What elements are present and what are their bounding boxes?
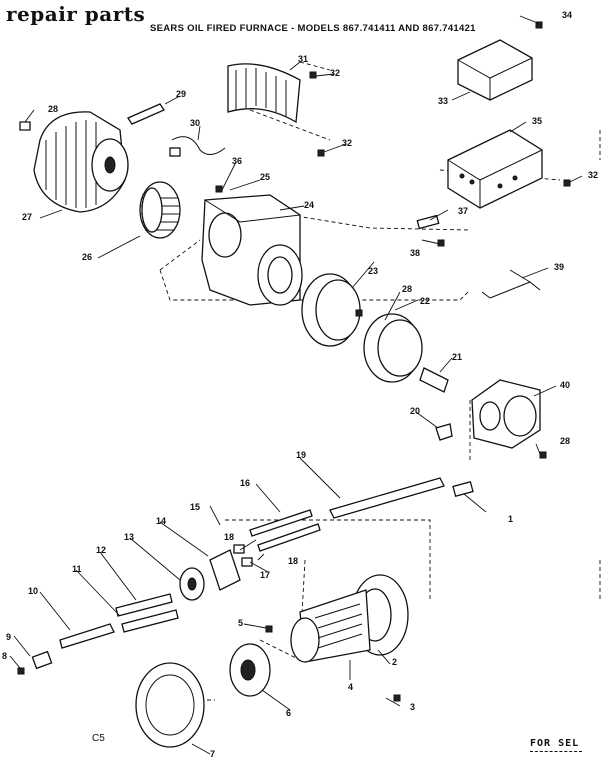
callout-33: 33 [438,96,448,106]
callout-23: 23 [368,266,378,276]
callout-30: 30 [190,118,200,128]
air-tube [290,574,409,663]
footer-label: FOR SEL [530,738,580,749]
callout-37: 37 [458,206,468,216]
blower-housing [33,111,129,213]
callout-1: 1 [508,514,513,524]
leader-lines [9,15,583,755]
callout-9: 9 [6,632,11,642]
callout-10: 10 [28,586,38,596]
page-subtitle: SEARS OIL FIRED FURNACE - MODELS 867.741… [150,23,476,34]
callout-14: 14 [156,516,166,526]
callout-3: 3 [410,702,415,712]
callout-6: 6 [286,708,291,718]
callout-19: 19 [296,450,306,460]
burner-housing [201,194,303,306]
callout-labels: 1 2 3 4 5 6 7 8 9 10 11 12 13 14 15 16 1… [2,10,598,759]
callout-31: 31 [298,54,308,64]
electrode-assembly [233,509,321,567]
callout-12: 12 [96,545,106,555]
nozzle-assembly [31,549,241,670]
footer-divider [530,751,582,752]
oil-pump [471,379,541,449]
callout-35: 35 [532,116,542,126]
pump-fittings [416,214,541,441]
callout-11: 11 [72,564,82,574]
callout-16: 16 [240,478,250,488]
assembly-line [259,130,601,661]
callout-25: 25 [260,172,270,182]
screws [17,21,571,702]
callout-24: 24 [304,200,314,210]
junction-box [447,129,543,209]
callout-2: 2 [392,657,397,667]
callout-18: 18 [288,556,298,566]
callout-32a: 32 [330,68,340,78]
callout-38: 38 [410,248,420,258]
callout-29: 29 [176,89,186,99]
callout-36: 36 [232,156,242,166]
callout-4: 4 [348,682,353,692]
callout-22: 22 [420,296,430,306]
hardware-top-left [19,103,226,157]
callout-8: 8 [2,651,7,661]
callout-34: 34 [562,10,572,20]
callout-7: 7 [210,749,215,759]
housing-cover [227,63,301,124]
page-title: repair parts [6,2,146,26]
callout-20: 20 [410,406,420,416]
callout-28c: 28 [560,436,570,446]
callout-40: 40 [560,380,570,390]
callout-18b: 18 [224,532,234,542]
blower-wheel [139,181,181,239]
retainer-gasket [135,643,271,748]
callout-15: 15 [190,502,200,512]
callout-27: 27 [22,212,32,222]
transformer [457,39,533,101]
callout-17: 17 [260,570,270,580]
callout-21: 21 [452,352,462,362]
diagram-code: C5 [92,733,105,744]
callout-39: 39 [554,262,564,272]
oil-tube [329,477,474,519]
callout-26: 26 [82,252,92,262]
callout-32b: 32 [342,138,352,148]
callout-32c: 32 [588,170,598,180]
burner-bands [301,273,423,383]
callout-28a: 28 [48,104,58,114]
callout-13: 13 [124,532,134,542]
coupling [419,367,449,393]
callout-28b: 28 [402,284,412,294]
callout-5: 5 [238,618,243,628]
